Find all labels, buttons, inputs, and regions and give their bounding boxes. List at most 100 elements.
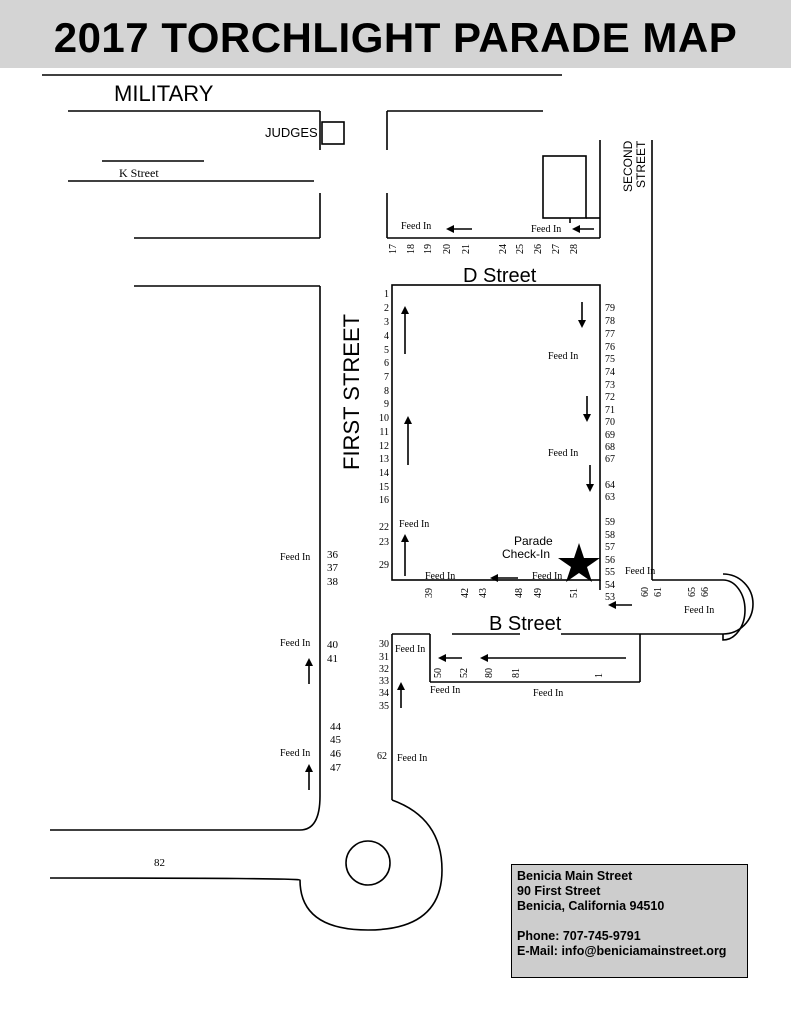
unit-number: 79 [605, 303, 615, 314]
unit-number: 29 [379, 560, 389, 571]
unit-number: 55 [605, 567, 615, 578]
unit-number: 9 [384, 399, 389, 410]
unit-number: 67 [605, 454, 615, 465]
unit-number: 37 [327, 562, 339, 574]
unit-number: 16 [379, 495, 389, 506]
feed-in-label: Feed In [625, 566, 655, 577]
unit-number: 53 [605, 592, 615, 603]
unit-number: 5 [384, 345, 389, 356]
unit-number: 51 [569, 588, 580, 598]
unit-number: 48 [514, 588, 525, 598]
unit-number: 20 [442, 244, 453, 254]
unit-number: 10 [379, 413, 389, 424]
unit-number: 71 [605, 405, 615, 416]
checkin-label-1: Parade [514, 534, 553, 548]
unit-number: 11 [379, 427, 389, 438]
unit-number: 3 [384, 317, 389, 328]
unit-number: 28 [569, 244, 580, 254]
unit-number: 43 [478, 588, 489, 598]
unit-number: 54 [605, 580, 615, 591]
unit-number: 7 [384, 372, 389, 383]
unit-number: 65 [687, 587, 698, 597]
feed-in-label: Feed In [430, 685, 460, 696]
unit-number: 21 [461, 244, 472, 254]
unit-number: 24 [498, 244, 509, 254]
feed-in-label: Feed In [280, 748, 310, 759]
unit-number: 77 [605, 329, 615, 340]
unit-number: 30 [379, 639, 389, 650]
unit-number: 1 [594, 673, 605, 678]
unit-number: 58 [605, 530, 615, 541]
second-street-label-2: STREET [634, 140, 648, 188]
unit-numbers-far-right: 60 61 65 66 [640, 587, 711, 597]
direction-arrows [305, 225, 632, 790]
unit-number: 76 [605, 342, 615, 353]
unit-number: 25 [515, 244, 526, 254]
unit-number: 40 [327, 639, 339, 651]
contact-email: E-Mail: info@beniciamainstreet.org [517, 944, 727, 958]
b-street-label: B Street [489, 613, 562, 635]
unit-number: 81 [511, 668, 522, 678]
military-label: MILITARY [114, 81, 214, 106]
contact-box: Benicia Main Street 90 First Street Beni… [511, 864, 748, 978]
feed-in-label: Feed In [548, 351, 578, 362]
unit-number: 59 [605, 517, 615, 528]
feed-in-labels: Feed In Feed In Feed In Feed In Feed In … [280, 221, 714, 764]
unit-number: 31 [379, 652, 389, 663]
unit-number: 74 [605, 367, 615, 378]
unit-number: 1 [384, 289, 389, 300]
feed-in-label: Feed In [280, 552, 310, 563]
unit-number: 64 [605, 480, 615, 491]
unit-number: 33 [379, 676, 389, 687]
page-title: 2017 TORCHLIGHT PARADE MAP [53, 14, 738, 61]
unit-number: 41 [327, 653, 338, 665]
unit-number: 68 [605, 442, 615, 453]
unit-number: 44 [330, 721, 342, 733]
feed-in-label: Feed In [531, 224, 561, 235]
unit-number: 49 [533, 588, 544, 598]
unit-number: 50 [433, 668, 444, 678]
d-street-label: D Street [463, 265, 537, 287]
unit-number: 12 [379, 441, 389, 452]
feed-in-label: Feed In [280, 638, 310, 649]
second-street-label-1: SECOND [621, 140, 635, 192]
unit-number: 62 [377, 751, 387, 762]
checkin-label-2: Check-In [502, 547, 550, 561]
unit-number: 32 [379, 664, 389, 675]
unit-number: 38 [327, 576, 339, 588]
checkin-star-icon [558, 543, 600, 582]
unit-number: 72 [605, 392, 615, 403]
road-lines [42, 74, 754, 931]
unit-number: 60 [640, 587, 651, 597]
unit-number: 23 [379, 537, 389, 548]
feed-in-label: Feed In [532, 571, 562, 582]
unit-number: 80 [484, 668, 495, 678]
feed-in-label: Feed In [533, 688, 563, 699]
first-street-label: FIRST STREET [339, 314, 364, 470]
unit-number: 47 [330, 762, 342, 774]
unit-number: 57 [605, 542, 615, 553]
unit-number: 73 [605, 380, 615, 391]
k-street-label: K Street [119, 166, 159, 180]
unit-number: 46 [330, 748, 342, 760]
contact-address: 90 First Street [517, 884, 601, 898]
unit-number: 52 [459, 668, 470, 678]
unit-number: 63 [605, 492, 615, 503]
unit-number: 19 [423, 244, 434, 254]
feed-in-label: Feed In [401, 221, 431, 232]
unit-number: 35 [379, 701, 389, 712]
feed-in-label: Feed In [397, 753, 427, 764]
unit-number: 13 [379, 454, 389, 465]
unit-numbers-west: 36 37 38 40 41 44 45 46 47 82 [154, 549, 342, 869]
feed-in-label: Feed In [399, 519, 429, 530]
unit-number: 17 [388, 244, 399, 254]
unit-number: 56 [605, 555, 615, 566]
unit-number: 6 [384, 358, 389, 369]
unit-numbers-b-street: 50 52 80 81 1 [433, 668, 605, 678]
unit-number: 82 [154, 857, 165, 869]
unit-number: 61 [653, 587, 664, 597]
unit-numbers-bottom: 39 42 43 48 49 51 [424, 588, 580, 598]
unit-number: 8 [384, 386, 389, 397]
unit-number: 42 [460, 588, 471, 598]
unit-number: 75 [605, 354, 615, 365]
